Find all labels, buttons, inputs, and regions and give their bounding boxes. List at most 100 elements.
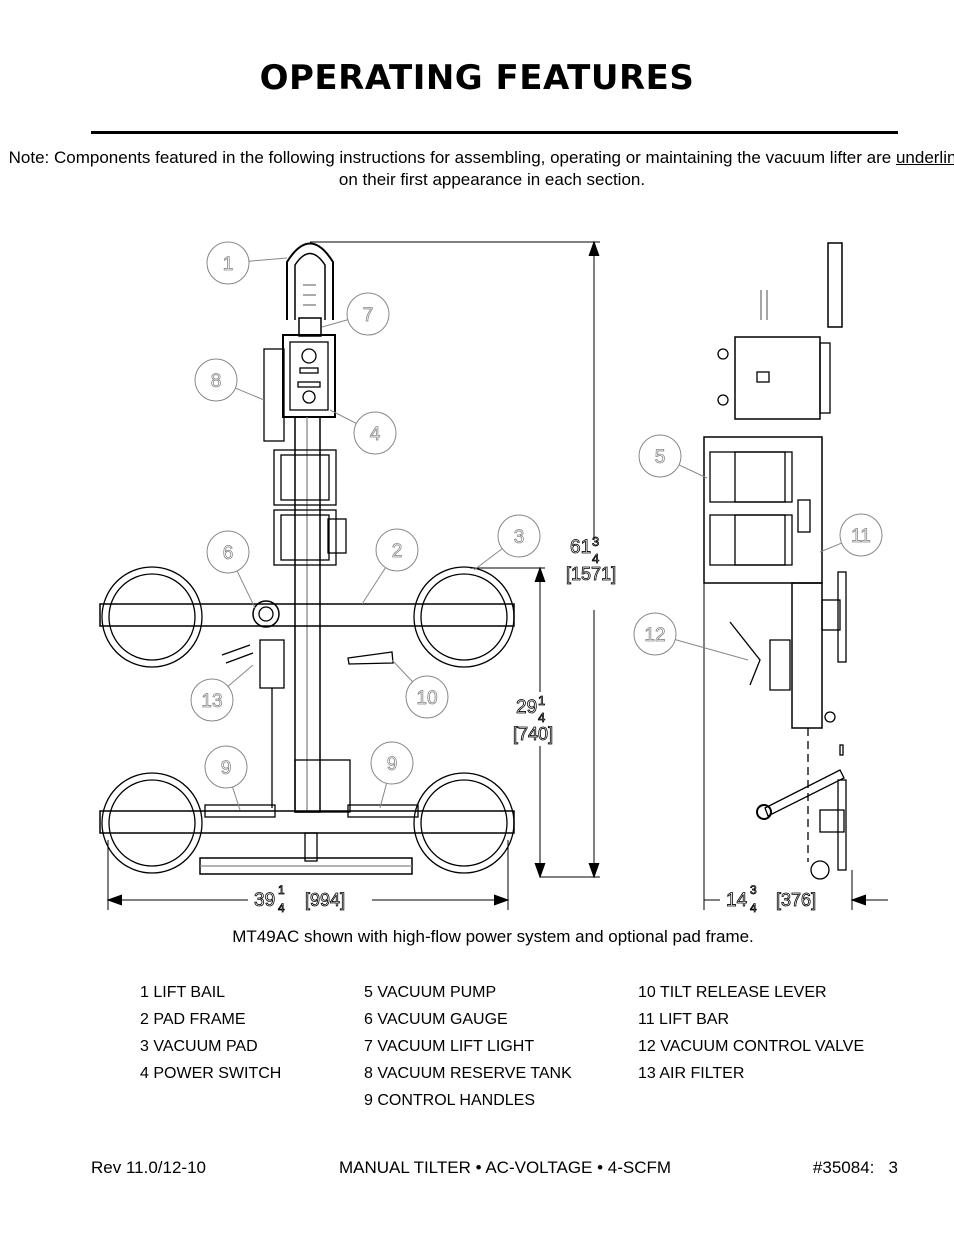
callout-balloon — [370, 741, 414, 785]
depth-dimension-mm: [376] — [776, 890, 816, 910]
legend-item: 3 VACUUM PAD — [140, 1038, 258, 1055]
callout-leader — [819, 542, 842, 553]
legend-item: 6 VACUUM GAUGE — [364, 1011, 508, 1028]
callout-leader — [227, 664, 254, 687]
callout-balloon — [204, 745, 248, 789]
side-control-box — [734, 336, 821, 420]
callout-balloon — [375, 528, 419, 572]
footer-product: MANUAL TILTER • AC-VOLTAGE • 4-SCFM — [338, 1158, 672, 1177]
callout-leader — [379, 783, 388, 809]
note-paragraph: Note: Components featured in the followi… — [0, 147, 954, 191]
legend-item: 8 VACUUM RESERVE TANK — [364, 1065, 572, 1082]
vacuum-control-valve-shape — [769, 639, 791, 691]
title-rule — [91, 131, 898, 134]
legend-item: 5 VACUUM PUMP — [364, 984, 497, 1001]
height-dimension-mm: [1571] — [566, 564, 616, 584]
vacuum-pad-upper-left — [101, 566, 203, 668]
callout-balloon — [346, 292, 390, 336]
side-frame-plate — [703, 436, 823, 584]
vacuum-gauge-shape — [252, 600, 280, 628]
callout-number-6: 6 — [223, 543, 234, 564]
callout-number-7: 7 — [363, 305, 374, 326]
callout-balloon — [194, 358, 238, 402]
callout-number-9: 9 — [221, 758, 232, 779]
callout-number-1: 1 — [223, 254, 234, 275]
callout-balloon — [839, 513, 883, 557]
callout-number-11: 11 — [851, 526, 871, 547]
note-text-before: Note: Components featured in the followi… — [8, 148, 896, 167]
callout-number-8: 8 — [211, 371, 222, 392]
legend-item: 2 PAD FRAME — [140, 1011, 246, 1028]
callout-leader — [235, 387, 265, 401]
callout-balloon — [190, 678, 234, 722]
reach-dimension-frac-num: 1 — [538, 693, 545, 708]
callout-balloon — [497, 514, 541, 558]
note-underlined-word: underlined — [895, 148, 954, 167]
callout-leader — [236, 570, 256, 609]
callout-number-4: 4 — [370, 424, 381, 445]
control-handle-left — [204, 804, 276, 818]
width-dimension-frac-num: 1 — [278, 883, 285, 897]
callout-leader — [321, 319, 348, 328]
legend-column-1: 1 LIFT BAIL 2 PAD FRAME 3 VACUUM PAD 4 P… — [140, 982, 281, 1090]
callout-leader — [675, 639, 749, 661]
legend-item: 12 VACUUM CONTROL VALVE — [638, 1038, 865, 1055]
callout-number-12: 12 — [644, 625, 665, 646]
lower-pad-bar-shape — [99, 810, 515, 834]
reach-dimension-mm: [740] — [513, 724, 553, 744]
callout-balloon — [638, 434, 682, 478]
height-dimension-frac-num: 3 — [592, 534, 599, 549]
legend-item: 9 CONTROL HANDLES — [364, 1092, 535, 1109]
callout-balloon — [206, 530, 250, 574]
callout-number-3: 3 — [514, 527, 525, 548]
legend-item: 4 POWER SWITCH — [140, 1065, 282, 1082]
callout-leader — [473, 548, 503, 571]
vacuum-pump-shape — [709, 451, 793, 503]
air-filter-shape — [259, 639, 285, 689]
side-lift-bar — [791, 582, 823, 729]
note-text-after: on their first appearance in each sectio… — [338, 170, 646, 189]
callout-leader — [391, 659, 413, 683]
control-box-shape — [282, 334, 336, 418]
callout-number-9: 9 — [387, 754, 398, 775]
footer-page-number: #35084: 3 — [812, 1158, 898, 1177]
legend-item: 11 LIFT BAR — [638, 1011, 729, 1028]
vacuum-pad-upper-right — [413, 566, 515, 668]
depth-dimension-inches: 14 — [726, 890, 748, 911]
legend-item: 1 LIFT BAIL — [140, 984, 226, 1001]
height-dimension-inches: 61 — [570, 537, 591, 558]
legend-item: 10 TILT RELEASE LEVER — [638, 984, 827, 1001]
callout-balloon — [405, 675, 449, 719]
callout-balloon — [633, 612, 677, 656]
callout-number-10: 10 — [416, 688, 437, 709]
reserve-tank-shape — [263, 348, 285, 442]
legend-column-3: 10 TILT RELEASE LEVER 11 LIFT BAR 12 VAC… — [638, 982, 864, 1090]
callout-leader — [329, 409, 357, 424]
footer-revision: Rev 11.0/12-10 — [91, 1158, 206, 1177]
figure-caption: MT49AC shown with high-flow power system… — [232, 927, 754, 946]
side-tilt-lever — [764, 769, 845, 817]
width-dimension-mm: [994] — [305, 890, 345, 910]
callout-number-13: 13 — [201, 691, 222, 712]
callout-leader — [248, 257, 288, 262]
height-dimension-frac-den: 4 — [592, 551, 599, 566]
reach-dimension-inches: 29 — [516, 697, 537, 718]
callout-leader — [678, 464, 708, 479]
width-dimension-frac-den: 4 — [278, 901, 285, 915]
depth-dimension-frac-den: 4 — [750, 901, 757, 915]
depth-dimension-frac-num: 3 — [750, 883, 757, 897]
page-title: OPERATING FEATURES — [259, 58, 695, 98]
callout-leader — [361, 567, 386, 605]
legend-column-2: 5 VACUUM PUMP 6 VACUUM GAUGE 7 VACUUM LI… — [364, 982, 572, 1117]
callout-number-5: 5 — [655, 447, 666, 468]
control-handle-right — [347, 804, 419, 818]
callout-leader — [232, 786, 241, 811]
tilt-lever-shape — [347, 651, 394, 665]
vacuum-pad-lower-right — [413, 772, 515, 874]
legend-item: 13 AIR FILTER — [638, 1065, 745, 1082]
lift-bail-shape — [286, 242, 334, 320]
vacuum-pad-lower-left — [101, 772, 203, 874]
lifter-drawing: 61 3 4 [1571] 29 1 4 [740] 39 1 4 [994] … — [99, 240, 888, 915]
legend-item: 7 VACUUM LIFT LIGHT — [364, 1038, 535, 1055]
width-dimension-inches: 39 — [254, 890, 275, 911]
